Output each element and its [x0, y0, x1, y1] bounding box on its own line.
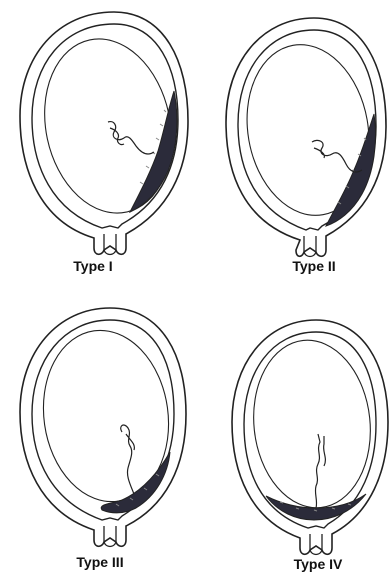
cervix-canal	[310, 534, 322, 555]
panel-label-type-4: Type IV	[258, 556, 378, 572]
uterus-drawing-type-3	[18, 304, 190, 548]
amniotic-sac-outline	[246, 334, 379, 513]
umbilical-cord	[121, 425, 135, 494]
amniotic-sac-outline	[29, 27, 187, 225]
uterus-drawing-type-4	[230, 316, 389, 556]
uterus-diagram-type-3	[18, 304, 190, 548]
uterus-drawing-type-1	[18, 6, 190, 256]
panel-label-type-1: Type I	[33, 258, 153, 274]
cervix-canal	[304, 236, 316, 257]
cervix-canal	[104, 234, 116, 255]
placenta	[101, 452, 170, 513]
umbilical-cord	[108, 122, 154, 154]
uterine-inner-wall	[32, 24, 178, 228]
uterus-diagram-type-1	[18, 6, 190, 256]
panel-label-type-3: Type III	[40, 554, 160, 570]
uterus-drawing-type-2	[222, 14, 388, 258]
cervix-canal	[104, 526, 116, 547]
umbilical-cord	[312, 140, 362, 172]
umbilical-cord	[315, 434, 325, 508]
uterine-inner-wall	[244, 332, 376, 528]
uterus-diagram-type-4	[230, 316, 389, 556]
uterine-outer-wall	[226, 18, 386, 256]
panel-label-type-2: Type II	[254, 258, 374, 274]
uterus-diagram-type-2	[222, 14, 388, 258]
